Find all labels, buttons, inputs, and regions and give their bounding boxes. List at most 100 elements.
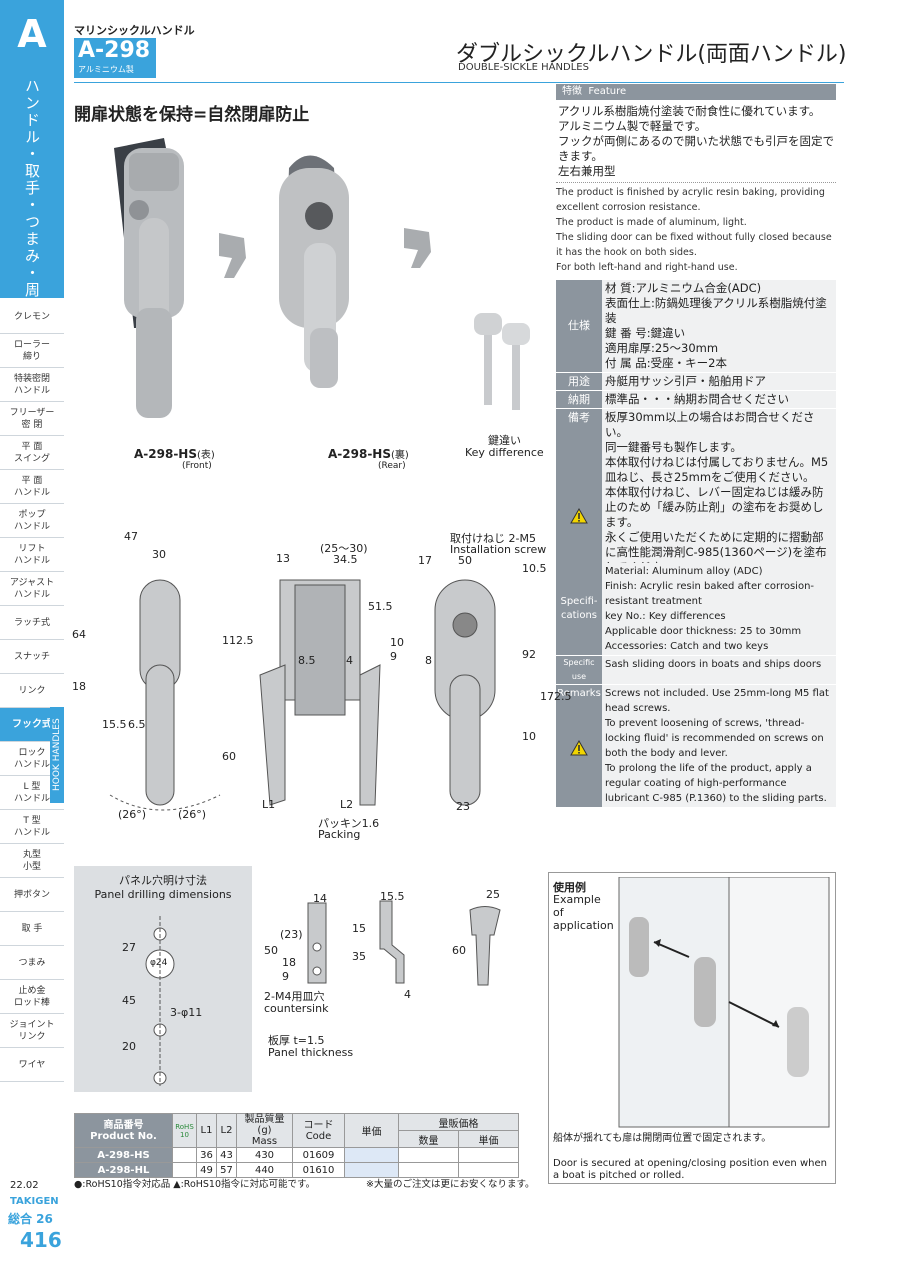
delivery-label: 納期: [556, 391, 602, 409]
remark-item: 板厚30mm以上の場合はお問合せください。: [605, 410, 815, 439]
example-title-en: Example of application: [553, 893, 614, 932]
sidebar-item[interactable]: 押ボタン: [0, 878, 64, 912]
rear-sub-jp: (裏): [390, 450, 409, 461]
remark-item: 本体取付けねじ、レバー固定ねじは緩み防止のため「緩み防止剤」の塗布をお奨めします…: [605, 485, 824, 529]
sidebar-item[interactable]: 平 面 ハンドル: [0, 470, 64, 504]
spec-item-en: Finish: Acrylic resin baked after corros…: [605, 581, 815, 607]
warning-icon: [570, 508, 588, 524]
sidebar-item[interactable]: 平 面 スイング: [0, 436, 64, 470]
spec-item-en: Material: Aluminum alloy (ADC): [605, 566, 763, 577]
row-product: A-298-HL: [74, 1162, 173, 1178]
sidebar-item[interactable]: フリーザー 密 閉: [0, 402, 64, 436]
panel-dim: 27: [122, 941, 136, 954]
spec-item-en: Applicable door thickness: 25 to 30mm: [605, 626, 802, 637]
col-mass: 製品質量(g)Mass: [236, 1113, 293, 1148]
sidebar-item[interactable]: つまみ: [0, 946, 64, 980]
rear-view-lever: [449, 674, 481, 806]
dimension-label: 64: [72, 628, 86, 641]
sidebar-item[interactable]: T 型 ハンドル: [0, 810, 64, 844]
sidebar-item[interactable]: ロック ハンドル: [0, 742, 64, 776]
sidebar-item[interactable]: クレモン: [0, 300, 64, 334]
feature-heading-en: Feature: [588, 86, 627, 97]
spec-item-en: key No.: Key differences: [605, 611, 726, 622]
catch-dimension-label: 25: [486, 888, 500, 901]
sidebar-item[interactable]: 止め金 ロッド棒: [0, 980, 64, 1014]
dimension-label: (25〜30): [320, 542, 368, 555]
sidebar-item[interactable]: ラッチ式: [0, 606, 64, 640]
hook-handles-tab: HOOK HANDLES: [50, 707, 64, 803]
remark-item-en: To prolong the life of the product, appl…: [605, 763, 827, 804]
sidebar-item[interactable]: 取 手: [0, 912, 64, 946]
dimension-label: 6.5: [128, 718, 146, 731]
spec-label: 仕様: [556, 280, 602, 373]
feature-heading-jp: 特徴: [562, 86, 582, 97]
dimension-label: 47: [124, 530, 138, 543]
technical-drawing: [109, 579, 496, 811]
row-l1: 49: [196, 1162, 217, 1178]
dimension-label: パッキン1.6: [318, 817, 380, 830]
swing-arc: [109, 794, 221, 811]
remark-item-en: Screws not included. Use 25mm-long M5 fl…: [605, 688, 829, 714]
col-l2: L2: [216, 1113, 237, 1148]
panel-title-en: Panel drilling dimensions: [94, 888, 232, 901]
dimension-label: 10.5: [522, 562, 547, 575]
dimension-label: 34.5: [333, 553, 358, 566]
panel-drilling-box: パネル穴明け寸法 Panel drilling dimensions 27 φ2…: [74, 866, 252, 1092]
panel-dim: 45: [122, 994, 136, 1007]
use-label: 用途: [556, 373, 602, 391]
feature-item: 左右兼用型: [558, 164, 616, 178]
sidebar-item[interactable]: L 型 ハンドル: [0, 776, 64, 810]
dimension-label: 4: [346, 654, 353, 667]
row-product: A-298-HS: [74, 1147, 173, 1163]
sidebar-item[interactable]: ジョイント リンク: [0, 1014, 64, 1048]
catch-dimension-label: (23): [280, 928, 303, 941]
front-handle-image: [114, 138, 246, 418]
rear-label: A-298-HS: [328, 447, 391, 461]
keys-image: [474, 313, 530, 410]
feature-item-en: The sliding door can be fixed without fu…: [556, 232, 832, 258]
sidebar-item[interactable]: 特装密閉 ハンドル: [0, 368, 64, 402]
panel-dim: 3-φ11: [170, 1006, 203, 1019]
remark-item-en: To prevent loosening of screws, 'thread-…: [605, 718, 824, 759]
rear-sub-en: (Rear): [378, 461, 406, 471]
category-title: ハンドル・取手・つまみ・周辺機器: [23, 78, 41, 350]
dimension-label: (26°): [178, 808, 207, 821]
example-caption-jp: 船体が揺れても扉は開閉両位置で固定されます。: [553, 1133, 772, 1144]
catch-key-drawings: [307, 900, 501, 986]
sidebar-item[interactable]: スナッチ: [0, 640, 64, 674]
spec-item: 鍵 番 号:鍵違い: [605, 326, 686, 340]
row-l1: 36: [196, 1147, 217, 1163]
use-label-en: Specific use: [556, 656, 602, 685]
dimension-label: 8: [425, 654, 432, 667]
sidebar-item[interactable]: ローラー 締り: [0, 334, 64, 368]
spec-item: 表面仕上:防鍋処理後アクリル系樹脂焼付塗装: [605, 296, 827, 325]
spec-label-en: Specifi- cations: [556, 563, 602, 656]
dimension-label: 8.5: [298, 654, 316, 667]
use-value-en: Sash sliding doors in boats and ships do…: [602, 656, 836, 685]
dimension-label: 10: [522, 730, 536, 743]
sidebar-item[interactable]: ポップ ハンドル: [0, 504, 64, 538]
panel-dim: 20: [122, 1040, 136, 1053]
feature-item: アルミニウム製で軽量です。: [558, 119, 707, 133]
dimension-label: 9: [390, 650, 397, 663]
dimension-label: 50: [458, 554, 472, 567]
front-caption: A-298-HS(表) (Front): [134, 446, 215, 471]
series-name: マリンシックルハンドル: [74, 24, 195, 37]
product-photos: [114, 138, 530, 418]
row-mass: 430: [236, 1147, 293, 1163]
front-view-lever: [145, 664, 175, 806]
sidebar-item[interactable]: 丸型 小型: [0, 844, 64, 878]
catch-dimension-label: 15: [352, 922, 366, 935]
table-row: A-298-HS 36 43 430 01609: [74, 1147, 519, 1163]
rohs-note: ●:RoHS10指令対応品 ▲:RoHS10指令に対応可能です。: [74, 1179, 316, 1190]
col-qty: 数量: [398, 1130, 459, 1148]
sidebar-item[interactable]: ワイヤ: [0, 1048, 64, 1082]
catch-dimension-label: 35: [352, 950, 366, 963]
spec-item: 材 質:アルミニウム合金(ADC): [605, 281, 762, 295]
dimension-label: Installation screw: [450, 543, 547, 556]
sidebar-item[interactable]: リンク: [0, 674, 64, 708]
sidebar-item[interactable]: アジャスト ハンドル: [0, 572, 64, 606]
sidebar-item[interactable]: リフト ハンドル: [0, 538, 64, 572]
